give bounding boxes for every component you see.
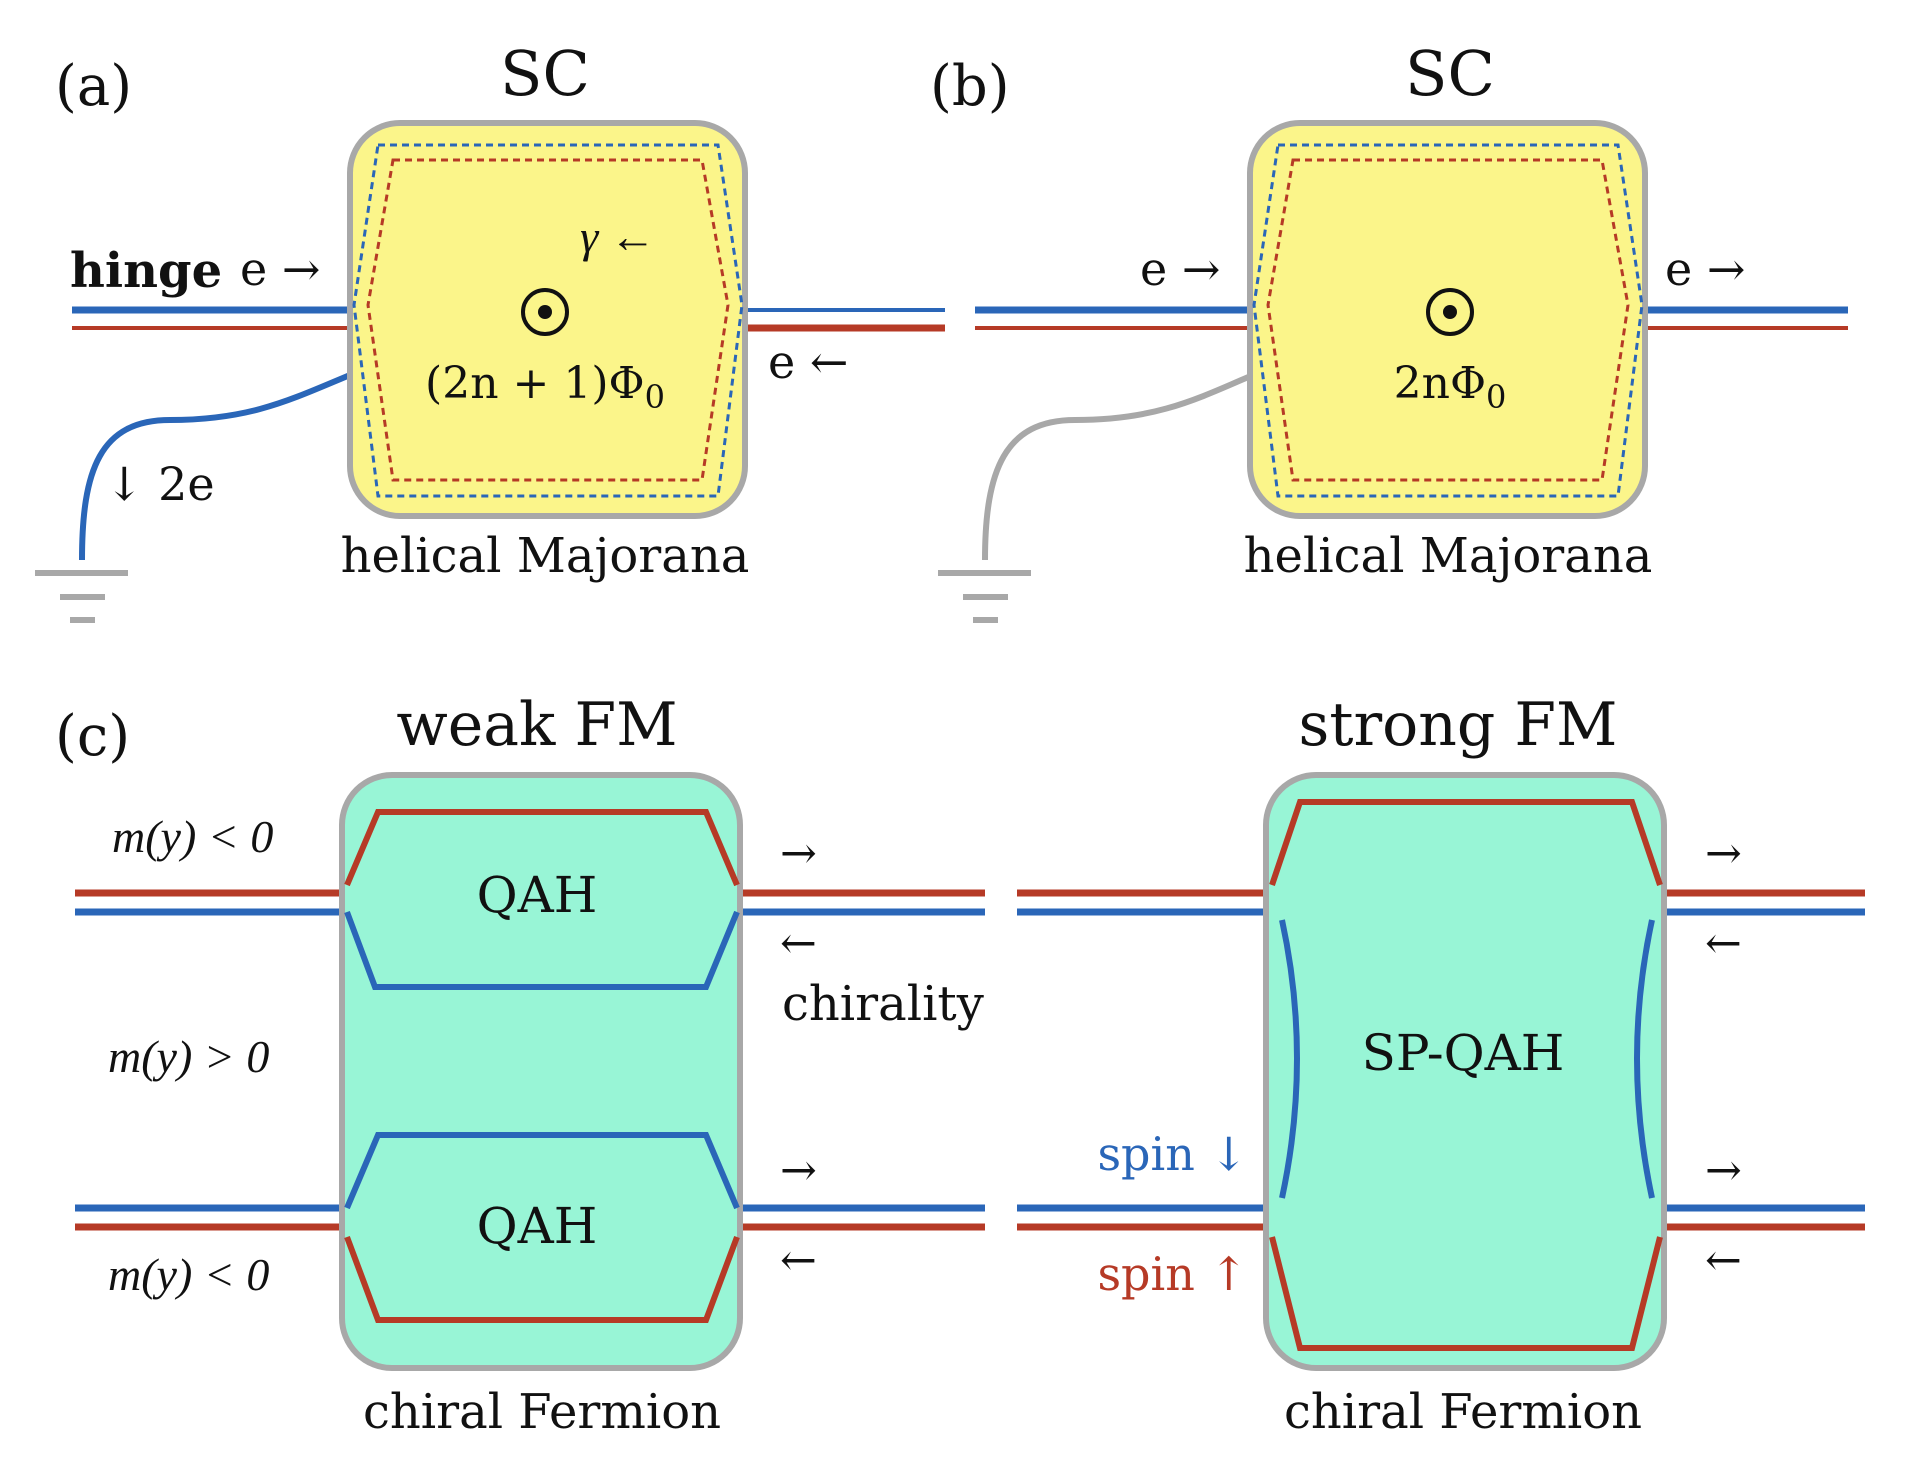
qah-edge-red-top bbox=[344, 809, 740, 887]
arrow-right-top-left-panel: → bbox=[780, 828, 817, 879]
caption-c-left: chiral Fermion bbox=[363, 1384, 721, 1440]
incoming-electron-label-b: e → bbox=[1140, 242, 1220, 296]
incoming-electron-label-a: e → bbox=[240, 242, 320, 296]
majorana-edge-red-a bbox=[366, 158, 730, 482]
panel-b-title: SC bbox=[1405, 37, 1495, 110]
ground-lead-b bbox=[982, 372, 1255, 561]
qah-edge-red-bottom bbox=[344, 1235, 740, 1323]
sp-qah-edge-blue-right bbox=[1634, 919, 1655, 1199]
sp-qah-edge-red-bottom bbox=[1269, 1236, 1663, 1351]
arrow-left-bottom-right-panel: ← bbox=[1705, 1235, 1742, 1286]
caption-c-right: chiral Fermion bbox=[1284, 1384, 1642, 1440]
strong-fm-title: strong FM bbox=[1299, 690, 1618, 760]
arrow-left-bottom-left-panel: ← bbox=[780, 1235, 817, 1286]
arrow-right-bottom-right-panel: → bbox=[1705, 1145, 1742, 1196]
hinge-label: hinge bbox=[70, 243, 222, 299]
panel-b-tag: (b) bbox=[930, 54, 1010, 119]
ground-symbol-a bbox=[35, 570, 128, 623]
arrow-right-bottom-left-panel: → bbox=[780, 1145, 817, 1196]
arrow-left-top-right-panel: ← bbox=[1705, 918, 1742, 969]
flux-out-of-page-icon bbox=[521, 288, 569, 336]
reflected-electron-label-a: e ← bbox=[768, 335, 848, 389]
caption-b: helical Majorana bbox=[1244, 528, 1653, 584]
ground-lead bbox=[79, 372, 352, 561]
spin-up-label: spin ↑ bbox=[1097, 1247, 1248, 1301]
cooper-pair-label: ↓ 2e bbox=[105, 457, 215, 511]
fm-box-strong bbox=[1263, 772, 1667, 1371]
caption-a: helical Majorana bbox=[341, 528, 750, 584]
majorana-edge-blue-b bbox=[1252, 143, 1644, 498]
panel-a-title: SC bbox=[500, 37, 590, 110]
mass-label-top: m(y) < 0 bbox=[112, 811, 273, 862]
qah-edge-blue-top bbox=[344, 910, 740, 990]
panel-c-right: strong FM SP-QAH spin ↓ spin ↑ → ← → ← c… bbox=[1017, 690, 1865, 1440]
ground-symbol-b bbox=[938, 570, 1031, 623]
majorana-edge-blue-a bbox=[352, 143, 744, 498]
sp-qah-label: SP-QAH bbox=[1362, 1024, 1565, 1082]
sc-box-b bbox=[1247, 120, 1648, 519]
sp-qah-edge-blue-left bbox=[1279, 919, 1300, 1199]
spin-down-label: spin ↓ bbox=[1097, 1127, 1248, 1181]
panel-a-tag: (a) bbox=[55, 54, 132, 119]
panel-b: (b) SC 2nΦ0 e → e → helical Majorana bbox=[930, 37, 1848, 623]
arrow-right-top-right-panel: → bbox=[1705, 828, 1742, 879]
qah-edge-blue-bottom bbox=[344, 1132, 740, 1210]
panel-c-left: (c) weak FM QAH QAH m(y) < 0 m(y) > 0 m(… bbox=[55, 690, 985, 1440]
panel-c-tag: (c) bbox=[55, 704, 130, 769]
gamma-label: γ ← bbox=[580, 211, 656, 262]
qah-label-bottom: QAH bbox=[477, 1197, 598, 1255]
weak-fm-title: weak FM bbox=[396, 690, 677, 760]
panel-a: (a) SC (2n + 1)Φ0 γ ← hinge e → e ← ↓ 2e bbox=[35, 37, 945, 623]
chirality-label: chirality bbox=[782, 976, 984, 1032]
qah-label-top: QAH bbox=[477, 866, 598, 924]
flux-label-a: (2n + 1)Φ0 bbox=[425, 358, 665, 416]
flux-label-b: 2nΦ0 bbox=[1394, 358, 1507, 416]
majorana-edge-red-b bbox=[1266, 158, 1630, 482]
arrow-left-top-left-panel: ← bbox=[780, 918, 817, 969]
flux-out-of-page-icon-b bbox=[1426, 288, 1474, 336]
mass-label-bottom: m(y) < 0 bbox=[108, 1249, 269, 1300]
mass-label-middle: m(y) > 0 bbox=[108, 1031, 269, 1082]
sp-qah-edge-red-top bbox=[1269, 799, 1663, 886]
transmitted-electron-label-b: e → bbox=[1665, 242, 1745, 296]
fm-box-weak bbox=[339, 772, 743, 1371]
sc-box-a bbox=[347, 120, 748, 519]
